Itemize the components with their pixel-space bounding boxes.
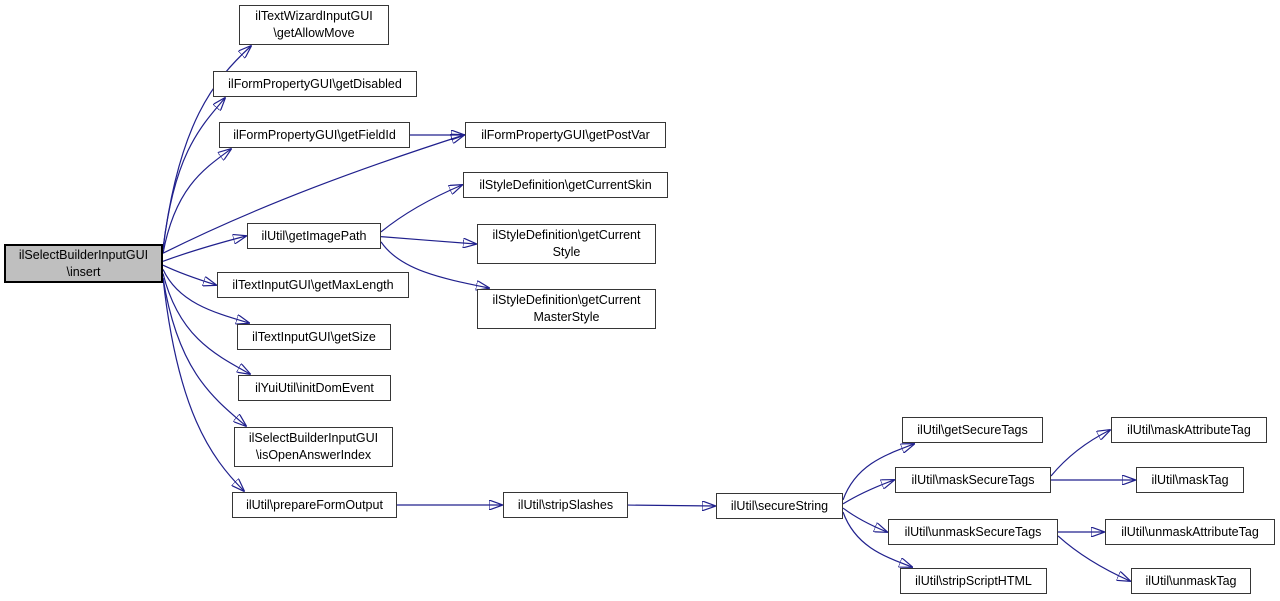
node-getCurrentStyle[interactable]: ilStyleDefinition\getCurrent Style <box>477 224 656 264</box>
node-label: ilYuiUtil\initDomEvent <box>255 380 374 395</box>
edge-getImagePath-getCurrentMasterStyle <box>380 241 489 288</box>
node-label: ilFormPropertyGUI\getFieldId <box>233 127 396 142</box>
node-stripScriptHTML[interactable]: ilUtil\stripScriptHTML <box>900 568 1047 594</box>
node-getCurrentSkin[interactable]: ilStyleDefinition\getCurrentSkin <box>463 172 668 198</box>
node-label: ilUtil\unmaskSecureTags <box>904 524 1042 539</box>
node-label: ilUtil\prepareFormOutput <box>246 497 383 512</box>
node-label: ilTextWizardInputGUI \getAllowMove <box>255 9 373 40</box>
node-prepareFormOutput[interactable]: ilUtil\prepareFormOutput <box>232 492 397 518</box>
node-label: ilStyleDefinition\getCurrent Style <box>492 228 641 259</box>
edge-insert-getImagePath <box>162 236 246 262</box>
node-getSecureTags[interactable]: ilUtil\getSecureTags <box>902 417 1043 443</box>
node-label: ilSelectBuilderInputGUI \isOpenAnswerInd… <box>248 431 379 462</box>
node-initDomEvent[interactable]: ilYuiUtil\initDomEvent <box>238 375 391 401</box>
edge-secureString-maskSecureTags <box>842 480 894 505</box>
edge-getImagePath-getCurrentStyle <box>380 236 476 244</box>
node-maskAttributeTag[interactable]: ilUtil\maskAttributeTag <box>1111 417 1267 443</box>
edge-unmaskSecureTags-unmaskTag <box>1057 535 1130 581</box>
edge-stripSlashes-secureString <box>627 505 715 506</box>
node-label: ilUtil\stripSlashes <box>517 497 614 512</box>
node-label: ilUtil\unmaskTag <box>1145 573 1237 588</box>
edge-insert-initDomEvent <box>162 273 250 374</box>
node-label: ilTextInputGUI\getMaxLength <box>232 277 394 292</box>
node-label: ilUtil\secureString <box>730 498 829 513</box>
edge-secureString-unmaskSecureTags <box>842 507 887 532</box>
node-getDisabled[interactable]: ilFormPropertyGUI\getDisabled <box>213 71 417 97</box>
edge-insert-getPostVar <box>162 135 464 254</box>
node-getCurrentMasterStyle[interactable]: ilStyleDefinition\getCurrent MasterStyle <box>477 289 656 329</box>
node-getSize[interactable]: ilTextInputGUI\getSize <box>237 324 391 350</box>
node-getMaxLength[interactable]: ilTextInputGUI\getMaxLength <box>217 272 409 298</box>
node-insert: ilSelectBuilderInputGUI \insert <box>4 244 163 283</box>
node-isOpenAnswerIndex[interactable]: ilSelectBuilderInputGUI \isOpenAnswerInd… <box>234 427 393 467</box>
node-unmaskAttributeTag[interactable]: ilUtil\unmaskAttributeTag <box>1105 519 1275 545</box>
edge-insert-getDisabled <box>162 98 225 250</box>
node-label: ilUtil\maskSecureTags <box>911 472 1035 487</box>
node-getAllowMove[interactable]: ilTextWizardInputGUI \getAllowMove <box>239 5 389 45</box>
node-label: ilSelectBuilderInputGUI \insert <box>18 247 149 279</box>
edge-insert-getFieldId <box>162 149 231 254</box>
node-getPostVar[interactable]: ilFormPropertyGUI\getPostVar <box>465 122 666 148</box>
node-maskSecureTags[interactable]: ilUtil\maskSecureTags <box>895 467 1051 493</box>
node-label: ilUtil\maskTag <box>1151 472 1229 487</box>
node-label: ilUtil\maskAttributeTag <box>1127 422 1251 437</box>
node-unmaskTag[interactable]: ilUtil\unmaskTag <box>1131 568 1251 594</box>
edge-insert-getMaxLength <box>162 264 216 285</box>
node-label: ilStyleDefinition\getCurrent MasterStyle <box>492 293 641 324</box>
edge-insert-isOpenAnswerIndex <box>162 277 246 426</box>
node-label: ilUtil\stripScriptHTML <box>915 573 1032 588</box>
edge-secureString-getSecureTags <box>842 444 914 501</box>
node-unmaskSecureTags[interactable]: ilUtil\unmaskSecureTags <box>888 519 1058 545</box>
node-getFieldId[interactable]: ilFormPropertyGUI\getFieldId <box>219 122 410 148</box>
node-label: ilUtil\getImagePath <box>261 228 367 243</box>
node-secureString[interactable]: ilUtil\secureString <box>716 493 843 519</box>
node-label: ilFormPropertyGUI\getPostVar <box>481 127 650 142</box>
edge-maskSecureTags-maskAttributeTag <box>1050 430 1110 477</box>
edge-insert-prepareFormOutput <box>162 277 244 491</box>
edge-secureString-stripScriptHTML <box>842 511 912 567</box>
node-label: ilUtil\getSecureTags <box>917 422 1028 437</box>
node-stripSlashes[interactable]: ilUtil\stripSlashes <box>503 492 628 518</box>
edge-insert-getSize <box>162 269 249 323</box>
node-label: ilTextInputGUI\getSize <box>252 329 376 344</box>
edge-getImagePath-getCurrentSkin <box>380 185 462 233</box>
node-maskTag[interactable]: ilUtil\maskTag <box>1136 467 1244 493</box>
node-getImagePath[interactable]: ilUtil\getImagePath <box>247 223 381 249</box>
node-label: ilFormPropertyGUI\getDisabled <box>228 76 402 91</box>
node-label: ilUtil\unmaskAttributeTag <box>1121 524 1259 539</box>
node-label: ilStyleDefinition\getCurrentSkin <box>479 177 652 192</box>
